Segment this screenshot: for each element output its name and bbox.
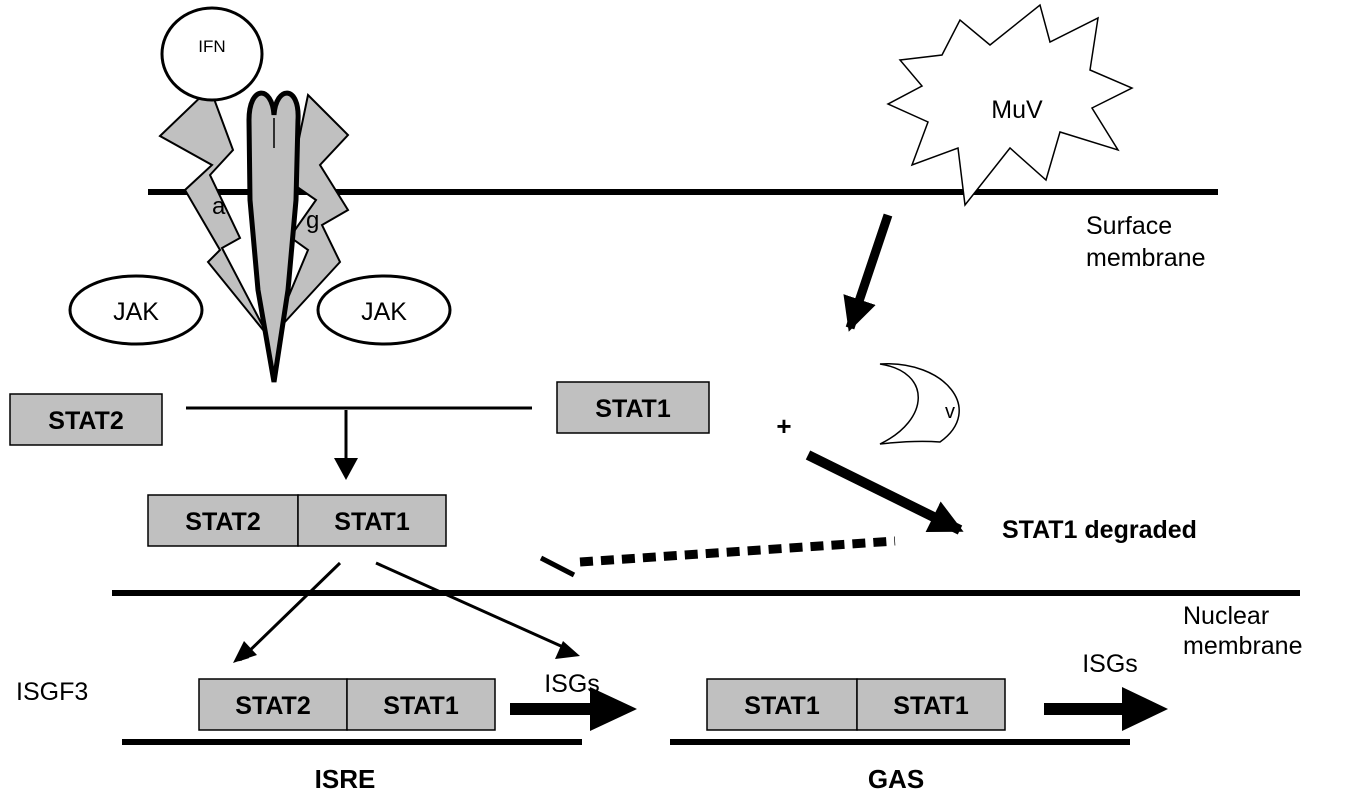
jak-right-label: JAK <box>361 298 407 326</box>
inhibition-dashed-line <box>579 536 896 567</box>
gas-stat1-right-box <box>856 678 1006 731</box>
isgs-gas-label: ISGs <box>1082 650 1138 678</box>
jak-right <box>316 274 452 346</box>
isre-stat1-box <box>346 678 496 731</box>
stat1-label: STAT1 <box>595 395 671 423</box>
isre-label: ISRE <box>315 764 376 794</box>
dimer-left-box <box>147 494 299 547</box>
nuclear-arrow-isre <box>238 561 342 662</box>
jak-left <box>68 274 204 346</box>
receptor-gamma-chain <box>271 92 350 337</box>
dimer-right-box <box>297 494 447 547</box>
isre-transcription-arrowhead <box>590 687 637 731</box>
receptor-alpha-label: a <box>212 193 226 220</box>
ifn-ligand <box>160 6 264 102</box>
v-protein-crescent <box>879 363 960 445</box>
nuclear-arrowhead-gas <box>555 641 580 659</box>
stat2-box <box>9 393 163 446</box>
gas-transcription-arrowhead <box>1122 687 1168 731</box>
degradation-arrow <box>805 450 964 535</box>
gas-stat1-right-label: STAT1 <box>893 692 969 720</box>
stat1-degraded-label: STAT1 degraded <box>1002 516 1197 544</box>
muv-virus-shape <box>886 3 1134 207</box>
dimer-right-label: STAT1 <box>334 508 410 536</box>
gas-stat1-left-label: STAT1 <box>744 692 820 720</box>
isre-stat1-label: STAT1 <box>383 692 459 720</box>
v-protein-label: v <box>945 401 955 423</box>
jak-left-label: JAK <box>113 298 159 326</box>
muv-arrow <box>843 213 893 332</box>
dimerization-arrowhead <box>334 458 358 480</box>
receptor-gamma-label: g <box>306 207 319 234</box>
nuclear-arrow-gas <box>375 561 573 653</box>
ifn-label: IFN <box>198 37 225 56</box>
plus-sign: + <box>776 411 791 441</box>
receptor-lambda-chain <box>246 90 301 383</box>
isre-stat2-box <box>198 678 348 731</box>
muv-label: MuV <box>991 96 1043 124</box>
nuclear-arrowhead-isre <box>233 641 257 663</box>
isgf3-label: ISGF3 <box>16 678 88 706</box>
dimer-left-label: STAT2 <box>185 508 260 536</box>
stat1-box <box>556 381 710 434</box>
inhibition-bar <box>539 555 576 578</box>
gas-label: GAS <box>868 764 924 794</box>
gas-stat1-left-box <box>706 678 858 731</box>
stat2-label: STAT2 <box>48 407 123 435</box>
receptor-alpha-chain <box>158 86 269 337</box>
isre-stat2-label: STAT2 <box>235 692 310 720</box>
